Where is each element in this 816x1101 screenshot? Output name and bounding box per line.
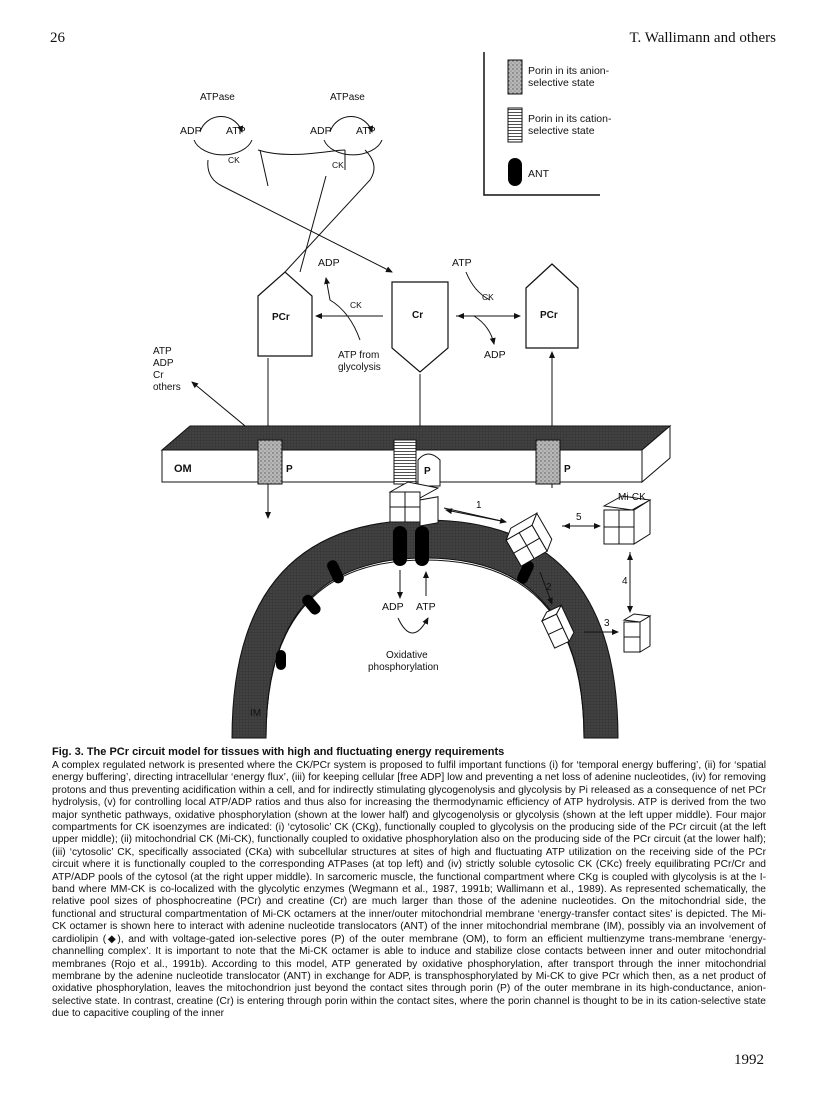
atpase-label-1: ATPase — [200, 92, 235, 103]
glycolysis-ck: ADP CK ATP from glycolysis — [315, 257, 383, 373]
oxphos-label-1: Oxidative — [386, 650, 428, 661]
legend-porin-cation-line2: selective state — [528, 125, 595, 137]
inner-membrane: IM — [231, 519, 619, 739]
step-1: 1 — [476, 500, 482, 511]
step-4: 4 — [622, 576, 628, 587]
atp-from-label-2: glycolysis — [338, 362, 381, 373]
porin-anion-1 — [257, 439, 283, 485]
legend-porin-cation-line1: Porin in its cation- — [528, 113, 612, 125]
page-number: 26 — [50, 30, 65, 46]
porin-anion-icon — [507, 59, 523, 95]
porin-cation — [393, 439, 417, 485]
ck-a-label-2: CK — [332, 160, 344, 170]
om-label: OM — [174, 463, 192, 475]
ck-right-label: CK — [482, 292, 494, 302]
shuttle-lines — [207, 149, 393, 273]
pcr-pool-left: PCr — [257, 271, 313, 357]
cr-pool-center: Cr — [391, 281, 449, 373]
mick-dimer-bound — [540, 604, 575, 649]
atpase-cycle-right: ATPase ADP ATP CK — [310, 92, 383, 170]
ck-glyco-label: CK — [350, 300, 362, 310]
step-5: 5 — [576, 512, 582, 523]
step-3: 3 — [604, 618, 610, 629]
legend-box: Porin in its anion- selective state Pori… — [483, 52, 612, 196]
step-2: 2 — [546, 582, 552, 593]
oxphos: ADP ATP Oxidative phosphorylation — [368, 570, 439, 673]
porin-p-label-2: P — [424, 466, 431, 477]
pcr-pool-right: PCr — [525, 263, 579, 349]
porin-p-label-3: P — [564, 464, 571, 475]
oxphos-label-2: phosphorylation — [368, 662, 439, 673]
im-label: IM — [250, 708, 261, 719]
adp-right-label: ADP — [484, 349, 506, 361]
legend-ant: ANT — [528, 168, 550, 180]
adp-label-1: ADP — [180, 125, 202, 137]
cytosolic-ck: ATP CK ADP — [452, 257, 521, 361]
step-arrows — [443, 507, 633, 635]
outer-membrane: OM P P P — [160, 424, 672, 487]
adp-mito-label: ADP — [382, 601, 404, 613]
pcr-left-label: PCr — [272, 312, 290, 323]
atp-right-label: ATP — [452, 257, 472, 269]
atpase-label-2: ATPase — [330, 92, 365, 103]
cr-center-label: Cr — [412, 310, 423, 321]
pcr-circuit-figure: Porin in its anion- selective state Pori… — [153, 52, 672, 739]
legend-porin-anion-line1: Porin in its anion- — [528, 65, 610, 77]
porin-p-label-1: P — [286, 464, 293, 475]
pcr-right-label: PCr — [540, 310, 558, 321]
mick-dimer-free — [622, 613, 652, 653]
figure-caption: Fig. 3. The PCr circuit model for tissue… — [52, 746, 505, 758]
adp-label-2: ADP — [310, 125, 332, 137]
body-paragraph: A complex regulated network is presented… — [52, 760, 766, 1020]
ck-a-label-1: CK — [228, 155, 240, 165]
footer-page-number: 1992 — [734, 1052, 764, 1068]
ant-icon — [508, 158, 522, 186]
porin-anion-2 — [535, 439, 561, 485]
running-head: T. Wallimann and others — [629, 30, 776, 46]
mick-octamer-contact — [388, 481, 440, 527]
export-others: others — [153, 382, 181, 393]
porin-cation-icon — [507, 107, 523, 143]
export-atp: ATP — [153, 346, 172, 357]
atp-label-1: ATP — [226, 125, 246, 137]
ant-1 — [393, 526, 407, 566]
legend-porin-anion-line2: selective state — [528, 77, 595, 89]
export-adp: ADP — [153, 358, 174, 369]
export-cr: Cr — [153, 370, 164, 381]
atpase-cycle-left: ATPase ADP ATP CK — [180, 92, 253, 165]
adp-glyco-label: ADP — [318, 257, 340, 269]
mick-octamer-tilted — [505, 512, 553, 567]
mick-octamer-free: Mi-CK — [602, 492, 652, 545]
atp-from-label-1: ATP from — [338, 350, 379, 361]
atp-mito-label: ATP — [416, 601, 436, 613]
atp-label-2: ATP — [356, 125, 376, 137]
ant-2 — [415, 526, 429, 566]
mick-label: Mi-CK — [618, 492, 646, 503]
